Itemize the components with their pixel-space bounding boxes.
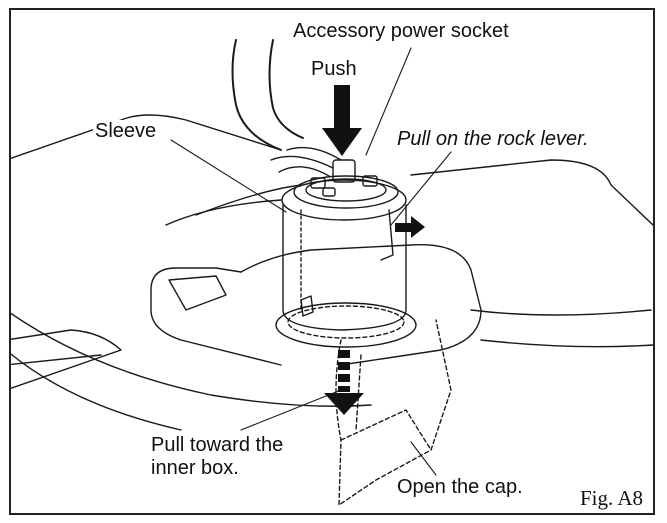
harness-wire-3 [286, 146, 342, 161]
sleeve-top [281, 179, 407, 221]
sleeve-tab [300, 295, 314, 317]
label-open-cap: Open the cap. [395, 476, 525, 498]
cap-outline-dashed [335, 319, 452, 506]
harness-band [11, 329, 122, 390]
harness-tube-outer [231, 39, 282, 151]
leader-accessory [365, 47, 412, 156]
label-sleeve: Sleeve [93, 120, 159, 142]
pull-lever-arrow [395, 216, 425, 238]
sleeve-body [282, 204, 407, 331]
socket-rim-inner [305, 178, 387, 202]
console-right-outline [410, 159, 653, 226]
connector-front [322, 187, 336, 197]
cap-inner-dashed [355, 354, 362, 431]
harness-wire-1 [270, 155, 334, 169]
label-pull-toward-line1: Pull toward the [149, 434, 286, 456]
leader-rock-lever [390, 151, 452, 226]
leader-sleeve [170, 139, 287, 213]
label-accessory-socket: Accessory power socket [291, 20, 511, 42]
base-ring [275, 302, 417, 348]
harness-wire-2 [278, 166, 330, 177]
connector-center [332, 159, 356, 183]
console-panel-outline [11, 114, 282, 160]
connector-left [310, 177, 326, 189]
leader-open-cap [410, 441, 437, 476]
label-pull-rock-lever: Pull on the rock lever. [395, 128, 591, 150]
label-push: Push [309, 58, 359, 80]
push-arrow [322, 85, 362, 156]
label-pull-toward-line2: inner box. [149, 457, 241, 479]
figure-label: Fig. A8 [579, 486, 643, 510]
leader-pull-toward [240, 389, 342, 431]
tray-inner [168, 275, 227, 311]
tray-outline [150, 267, 242, 291]
base-plate [240, 244, 482, 366]
console-lower-curve [11, 312, 372, 407]
figure-frame: Accessory power socket Push Sleeve Pull … [9, 8, 655, 515]
console-right-lower-2 [480, 339, 653, 348]
socket-rim [293, 175, 399, 209]
base-ring-inner [287, 305, 405, 339]
harness-tube-inner [268, 39, 304, 139]
connector-right [362, 175, 378, 187]
console-right-lower [470, 309, 652, 316]
pull-toward-arrow [324, 350, 364, 415]
cap-fold-dashed [340, 409, 432, 451]
console-top-edge [165, 199, 282, 226]
socket-removal-illustration [11, 39, 653, 506]
rock-lever [380, 209, 394, 261]
tray-front [150, 289, 282, 366]
harness-band-2 [11, 354, 102, 366]
